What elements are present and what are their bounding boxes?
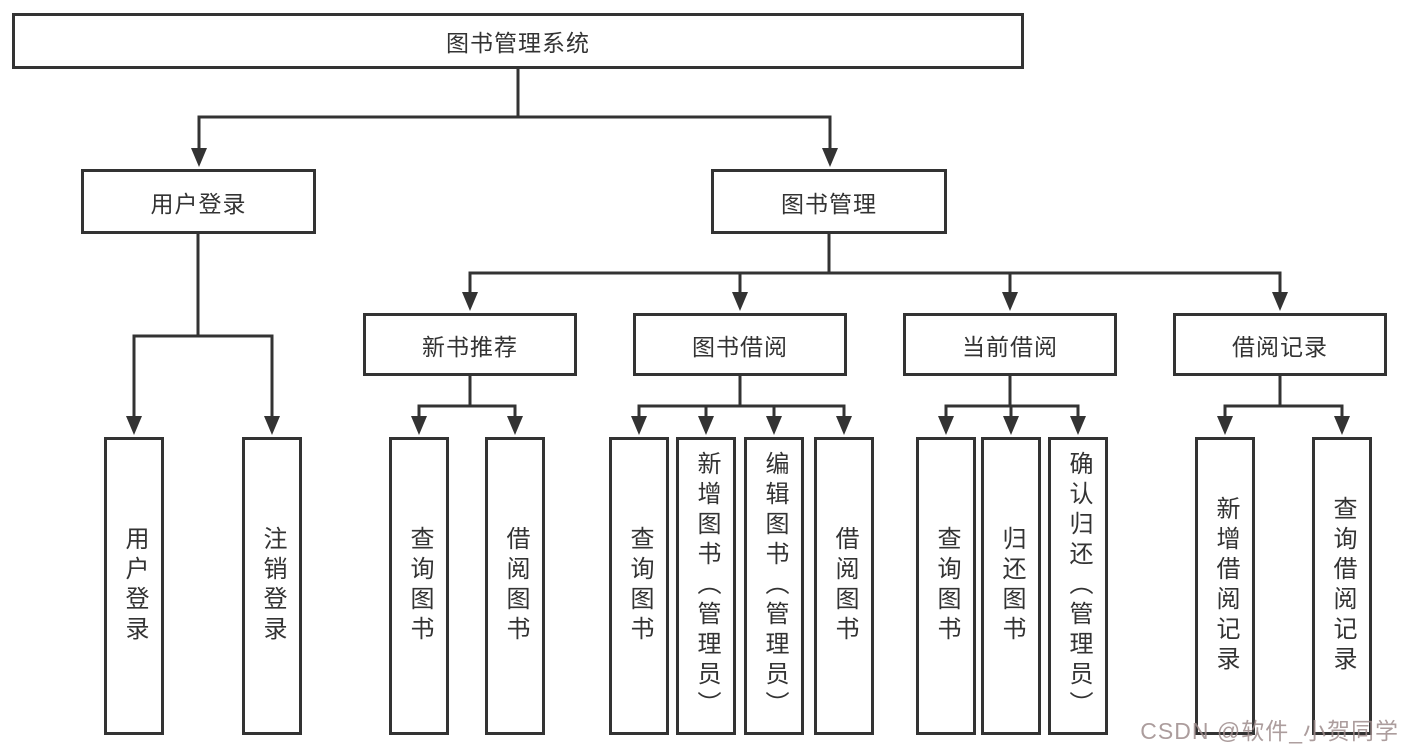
node-book-borrow: 图书借阅 — [633, 313, 847, 376]
leaf-borrow-books-2: 借阅图书 — [814, 437, 874, 735]
leaf-add-borrow-record: 新增借阅记录 — [1195, 437, 1255, 735]
leaf-query-borrow-record: 查询借阅记录 — [1312, 437, 1372, 735]
leaf-query-books-3: 查询图书 — [916, 437, 976, 735]
node-current-borrow: 当前借阅 — [903, 313, 1117, 376]
leaf-logout: 注销登录 — [242, 437, 302, 735]
node-borrow-records: 借阅记录 — [1173, 313, 1387, 376]
leaf-edit-books-admin: 编辑图书（管理员） — [744, 437, 804, 735]
node-book-management-branch: 图书管理 — [711, 169, 947, 234]
leaf-return-books: 归还图书 — [981, 437, 1041, 735]
arrowhead-icons — [126, 148, 1350, 435]
leaf-confirm-return-admin: 确认归还（管理员） — [1048, 437, 1108, 735]
leaf-add-books-admin: 新增图书（管理员） — [676, 437, 736, 735]
leaf-borrow-books-1: 借阅图书 — [485, 437, 545, 735]
node-user-login-branch: 用户登录 — [81, 169, 316, 234]
leaf-user-login: 用户登录 — [104, 437, 164, 735]
leaf-query-books-1: 查询图书 — [389, 437, 449, 735]
node-new-book-recommend: 新书推荐 — [363, 313, 577, 376]
node-root-system: 图书管理系统 — [12, 13, 1024, 69]
leaf-query-books-2: 查询图书 — [609, 437, 669, 735]
